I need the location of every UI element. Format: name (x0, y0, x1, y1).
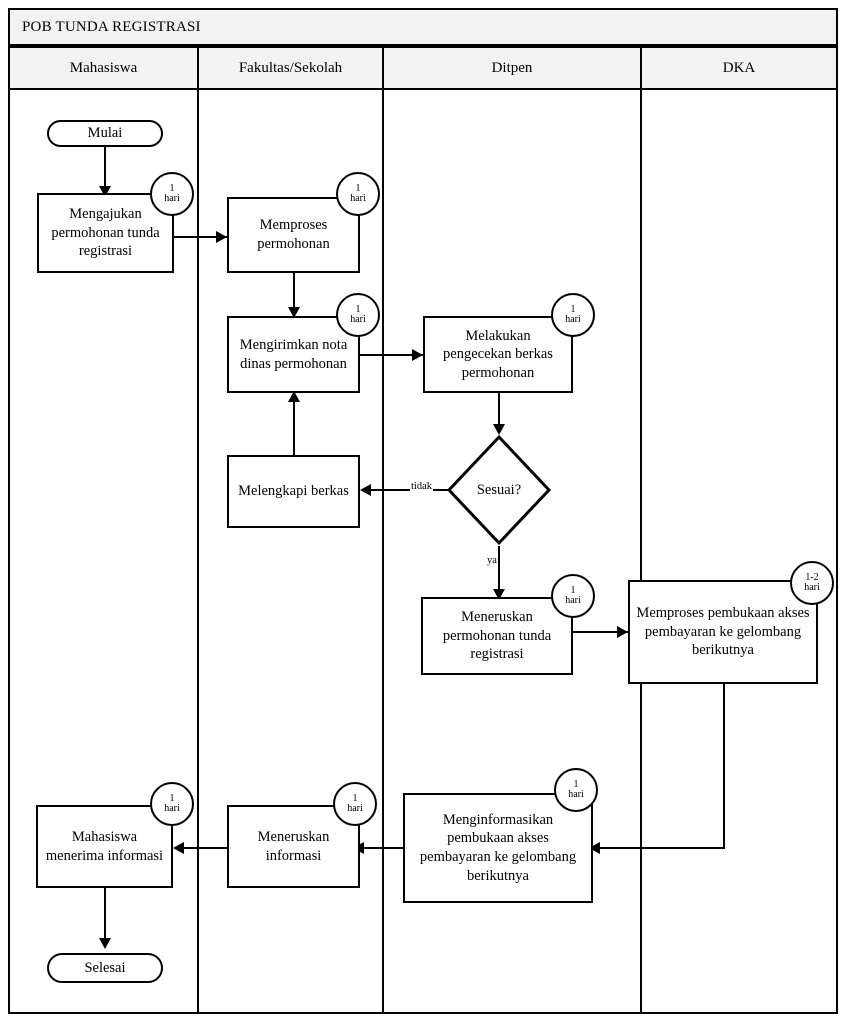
connector-n1-to-n2 (173, 236, 228, 238)
node-label: Memproses pembukaan akses pembayaran ke … (636, 605, 810, 659)
duration-value: 1 (570, 584, 576, 596)
duration-value: 1 (352, 792, 358, 804)
arrowhead-n10-to-end (99, 938, 111, 949)
duration-badge-n4: 1 hari (551, 293, 595, 337)
edge-label-ya: ya (486, 555, 498, 566)
node-meneruskan-permohonan[interactable]: Meneruskan permohonan tunda registrasi (421, 597, 573, 675)
node-label: Mengirimkan nota dinas permohonan (239, 336, 348, 372)
connector-n4-to-d1 (498, 392, 500, 432)
connector-n10-to-end (104, 886, 106, 946)
lane-divider-1 (197, 90, 199, 1014)
connector-start-to-n1 (104, 144, 106, 191)
duration-value: 1 (570, 303, 576, 315)
duration-unit: hari (804, 582, 820, 593)
connector-d1-to-n6 (498, 546, 500, 598)
connector-d1-to-n5 (370, 489, 448, 491)
connector-n8-to-n9 (363, 847, 407, 849)
node-memproses-permohonan[interactable]: Memproses permohonan (227, 197, 360, 273)
node-mengirimkan-nota-dinas[interactable]: Mengirimkan nota dinas permohonan (227, 316, 360, 393)
arrowhead-start-to-n1 (99, 186, 111, 197)
arrowhead-n1-to-n2 (216, 231, 227, 243)
connector-n2-to-n3 (293, 273, 295, 313)
node-label: Mengajukan permohonan tunda registrasi (51, 206, 160, 260)
lane-header-fakultas: Fakultas/Sekolah (197, 46, 384, 90)
arrowhead-n3-to-n4 (412, 349, 423, 361)
connector-n6-to-n7 (573, 631, 629, 633)
duration-badge-n6: 1 hari (551, 574, 595, 618)
node-label: Meneruskan informasi (257, 828, 330, 864)
node-mahasiswa-menerima-informasi[interactable]: Mahasiswa menerima informasi (36, 805, 173, 888)
duration-badge-n9: 1 hari (333, 782, 377, 826)
duration-unit: hari (565, 595, 581, 606)
duration-unit: hari (347, 803, 363, 814)
arrowhead-n2-to-n3 (288, 307, 300, 318)
node-menginformasikan-pembukaan-akses[interactable]: Menginformasikan pembukaan akses pembaya… (403, 793, 593, 903)
diagram-title-bar: POB TUNDA REGISTRASI (8, 8, 838, 46)
connector-n7-down (723, 684, 725, 849)
duration-unit: hari (350, 314, 366, 325)
lane-header-ditpen: Ditpen (382, 46, 642, 90)
arrowhead-n5-to-n3 (288, 391, 300, 402)
node-label: Selesai (84, 959, 126, 976)
node-label: Mahasiswa menerima informasi (45, 828, 164, 864)
connector-n9-to-n10 (183, 847, 227, 849)
node-label: Mulai (87, 125, 123, 141)
node-label: Memproses permohonan (257, 217, 330, 252)
connector-n5-to-n3 (293, 393, 295, 455)
duration-value: 1 (355, 182, 361, 194)
node-label: Melengkapi berkas (238, 483, 349, 500)
duration-unit: hari (164, 803, 180, 814)
node-melengkapi-berkas[interactable]: Melengkapi berkas (227, 455, 360, 528)
arrowhead-n7-to-n8 (589, 842, 600, 854)
duration-badge-n2: 1 hari (336, 172, 380, 216)
lane-header-label: Mahasiswa (69, 59, 138, 76)
connector-n7-to-n8 (600, 847, 725, 849)
duration-badge-n8: 1 hari (554, 768, 598, 812)
node-label: Sesuai? (476, 481, 522, 498)
lane-header-label: Ditpen (491, 59, 533, 76)
node-label: Menginformasikan pembukaan akses pembaya… (419, 811, 577, 884)
connector-n3-to-n4 (359, 354, 423, 356)
duration-value: 1 (355, 303, 361, 315)
duration-badge-n1: 1 hari (150, 172, 194, 216)
node-mengajukan-permohonan[interactable]: Mengajukan permohonan tunda registrasi (37, 193, 174, 273)
lane-header-dka: DKA (640, 46, 838, 90)
lane-header-label: Fakultas/Sekolah (238, 59, 343, 76)
duration-value: 1 (169, 182, 175, 194)
node-label: Meneruskan permohonan tunda registrasi (442, 609, 552, 663)
duration-value: 1 (169, 792, 175, 804)
arrowhead-n4-to-d1 (493, 424, 505, 435)
duration-badge-n3: 1 hari (336, 293, 380, 337)
node-decision-sesuai[interactable]: Sesuai? (446, 434, 552, 546)
lane-divider-3 (640, 90, 642, 1014)
node-end-selesai[interactable]: Selesai (47, 953, 163, 983)
arrowhead-n9-to-n10 (173, 842, 184, 854)
lane-header-mahasiswa: Mahasiswa (8, 46, 199, 90)
edge-label-tidak: tidak (410, 481, 433, 492)
duration-badge-n10: 1 hari (150, 782, 194, 826)
duration-unit: hari (164, 193, 180, 204)
node-start-mulai[interactable]: Mulai (47, 120, 163, 147)
duration-unit: hari (568, 789, 584, 800)
arrowhead-d1-to-n6 (493, 589, 505, 600)
node-memproses-pembukaan-akses[interactable]: Memproses pembukaan akses pembayaran ke … (628, 580, 818, 684)
lane-divider-2 (382, 90, 384, 1014)
duration-badge-n7: 1-2 hari (790, 561, 834, 605)
node-melakukan-pengecekan-berkas[interactable]: Melakukan pengecekan berkas permohonan (423, 316, 573, 393)
node-label: Melakukan pengecekan berkas permohonan (443, 327, 553, 381)
duration-value: 1 (573, 778, 579, 790)
duration-value: 1-2 (805, 571, 819, 583)
page-title: POB TUNDA REGISTRASI (22, 18, 201, 35)
arrowhead-d1-to-n5 (360, 484, 371, 496)
duration-unit: hari (350, 193, 366, 204)
arrowhead-n6-to-n7 (617, 626, 628, 638)
duration-unit: hari (565, 314, 581, 325)
lane-header-label: DKA (722, 59, 756, 76)
